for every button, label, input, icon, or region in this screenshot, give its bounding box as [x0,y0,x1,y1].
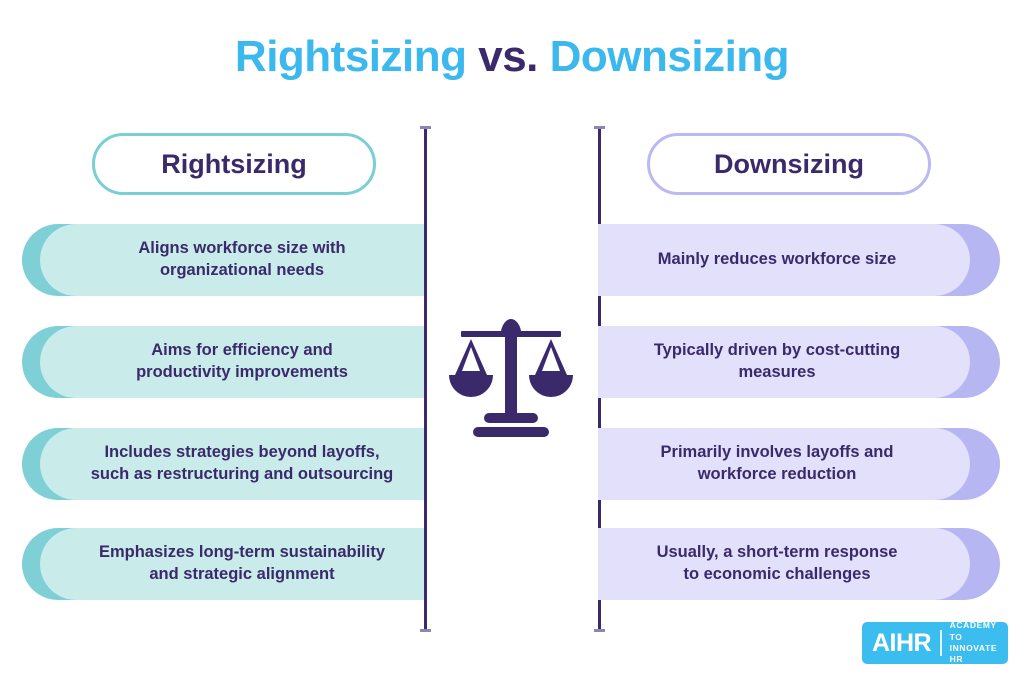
list-item-text: Typically driven by cost-cutting measure… [653,341,901,381]
list-item-text: Aims for efficiency and productivity imp… [136,341,348,381]
list-item-text: Usually, a short-term response to econom… [656,543,898,583]
balance-scale-icon [447,313,575,441]
list-item: Usually, a short-term response to econom… [598,528,1000,600]
list-item: Includes strategies beyond layoffs, such… [22,428,424,500]
row-body: Usually, a short-term response to econom… [598,528,970,600]
list-item: Primarily involves layoffs and workforce… [598,428,1000,500]
list-item: Mainly reduces workforce size [598,224,1000,296]
row-body: Mainly reduces workforce size [598,224,970,296]
list-item: Typically driven by cost-cutting measure… [598,326,1000,398]
row-body: Emphasizes long-term sustainability and … [40,528,424,600]
list-item-text: Emphasizes long-term sustainability and … [98,543,386,583]
row-body: Typically driven by cost-cutting measure… [598,326,970,398]
title-left-term: Rightsizing [234,32,479,81]
list-item-text: Primarily involves layoffs and workforce… [660,443,894,483]
list-item: Emphasizes long-term sustainability and … [22,528,424,600]
column-header-downsizing-label: Downsizing [714,148,864,179]
list-item-text: Includes strategies beyond layoffs, such… [90,443,394,483]
list-item: Aims for efficiency and productivity imp… [22,326,424,398]
divider-cap-bottom [594,629,605,632]
logo-divider [940,630,942,656]
column-header-rightsizing: Rightsizing [92,133,376,195]
list-item: Aligns workforce size with organizationa… [22,224,424,296]
title-right-term: Downsizing [537,32,790,81]
divider-cap-top [594,126,605,129]
aihr-logo: AIHR ACADEMY TO INNOVATE HR [862,620,1008,665]
divider-line-left [420,126,431,632]
list-item-text: Aligns workforce size with organizationa… [138,239,346,279]
row-body: Includes strategies beyond layoffs, such… [40,428,424,500]
list-item-text: Mainly reduces workforce size [657,250,897,269]
row-body: Aligns workforce size with organizationa… [40,224,424,296]
logo-tagline: ACADEMY TO INNOVATE HR [949,620,998,665]
column-header-rightsizing-label: Rightsizing [161,148,307,179]
page-title: Rightsizing vs. Downsizing [0,32,1024,82]
divider-cap-top [420,126,431,129]
column-header-downsizing: Downsizing [647,133,931,195]
row-body: Primarily involves layoffs and workforce… [598,428,970,500]
row-body: Aims for efficiency and productivity imp… [40,326,424,398]
divider-cap-bottom [420,629,431,632]
title-vs: vs. [478,32,538,81]
logo-wordmark: AIHR [872,628,932,657]
